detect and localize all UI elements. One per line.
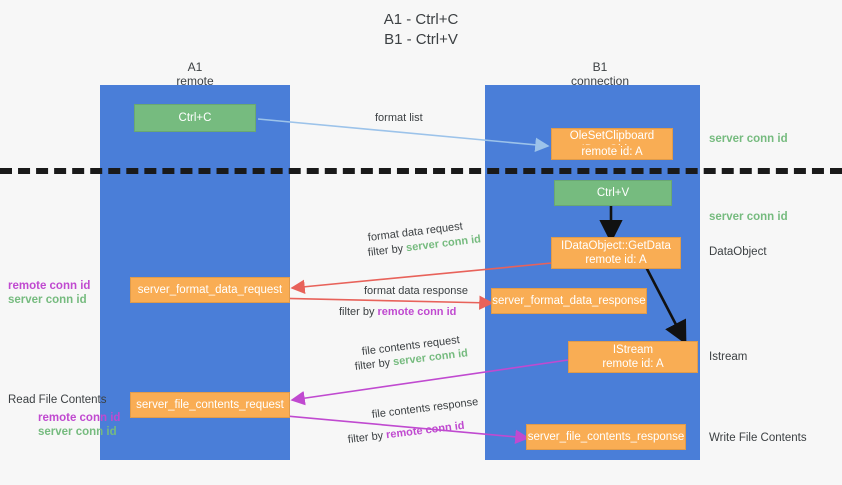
node-server-format-data-response-label: server_format_data_response	[492, 295, 646, 307]
page-title: A1 - Ctrl+C B1 - Ctrl+V	[383, 11, 459, 48]
node-ctrl-c-label: Ctrl+C	[178, 112, 212, 124]
node-server-file-contents-request-label: server_file_contents_request	[136, 399, 284, 411]
column-header-b1-name: B1	[592, 60, 608, 74]
column-header-b1: B1 connection	[520, 60, 680, 88]
left-label-server-conn-id-1: server conn id	[8, 294, 87, 306]
node-server-format-data-response[interactable]: server_format_data_response	[491, 288, 647, 314]
filter-prefix: filter by	[347, 429, 387, 446]
node-server-file-contents-response[interactable]: server_file_contents_response	[526, 424, 686, 450]
left-label-read-file-contents: Read File Contents	[8, 394, 107, 406]
filter-value-remote-conn-id: remote conn id	[385, 419, 466, 442]
node-set-dataobject-line1: OleSetClipboard IDataObject	[569, 130, 655, 145]
filter-value-remote-conn-id: remote conn id	[377, 306, 457, 318]
column-header-a1-sub: remote	[176, 74, 214, 88]
node-set-dataobject[interactable]: OleSetClipboard IDataObject remote id: A	[551, 128, 673, 160]
right-label-server-conn-id-top: server conn id	[709, 133, 788, 145]
right-label-server-conn-id-mid: server conn id	[709, 211, 788, 223]
right-label-istream: Istream	[709, 351, 748, 363]
node-server-file-contents-request[interactable]: server_file_contents_request	[130, 392, 290, 418]
edge-label-format-data-response-filter: filter by remote conn id	[339, 305, 456, 320]
node-set-dataobject-line2: remote id: A	[581, 146, 643, 158]
edge-label-file-contents-response-filter: filter by remote conn id	[347, 419, 465, 448]
filter-prefix: filter by	[367, 242, 407, 259]
right-label-dataobject: DataObject	[709, 246, 767, 258]
edge-label-format-list: format list	[375, 112, 423, 124]
left-label-remote-conn-id-1: remote conn id	[8, 280, 91, 292]
edge-label-format-data-response: format data response	[364, 285, 468, 297]
boundary-divider	[0, 168, 842, 174]
node-getdata[interactable]: IDataObject::GetData remote id: A	[551, 237, 681, 269]
left-label-remote-conn-id-2: remote conn id	[38, 412, 121, 424]
node-istream-line1: IStream	[612, 344, 654, 356]
left-label-group-format: remote conn id server conn id	[8, 279, 90, 307]
column-header-b1-sub: connection	[570, 74, 630, 88]
node-server-file-contents-response-label: server_file_contents_response	[527, 431, 685, 443]
node-server-format-data-request[interactable]: server_format_data_request	[130, 277, 290, 303]
node-getdata-line1: IDataObject::GetData	[561, 240, 671, 252]
node-ctrl-v[interactable]: Ctrl+V	[554, 180, 672, 206]
node-ctrl-v-label: Ctrl+V	[596, 187, 630, 199]
node-istream-line2: remote id: A	[602, 358, 664, 370]
left-label-server-conn-id-2: server conn id	[38, 426, 117, 438]
right-label-write-file-contents: Write File Contents	[709, 432, 807, 444]
column-header-a1: A1 remote	[115, 60, 275, 88]
node-ctrl-c[interactable]: Ctrl+C	[134, 104, 256, 132]
filter-prefix: filter by	[339, 306, 378, 318]
node-istream[interactable]: IStream remote id: A	[568, 341, 698, 373]
column-header-a1-name: A1	[187, 60, 203, 74]
filter-prefix: filter by	[354, 356, 394, 373]
node-server-format-data-request-label: server_format_data_request	[137, 284, 283, 296]
left-label-group-file: Read File Contents remote conn id server…	[8, 393, 120, 439]
node-getdata-line2: remote id: A	[585, 254, 647, 266]
